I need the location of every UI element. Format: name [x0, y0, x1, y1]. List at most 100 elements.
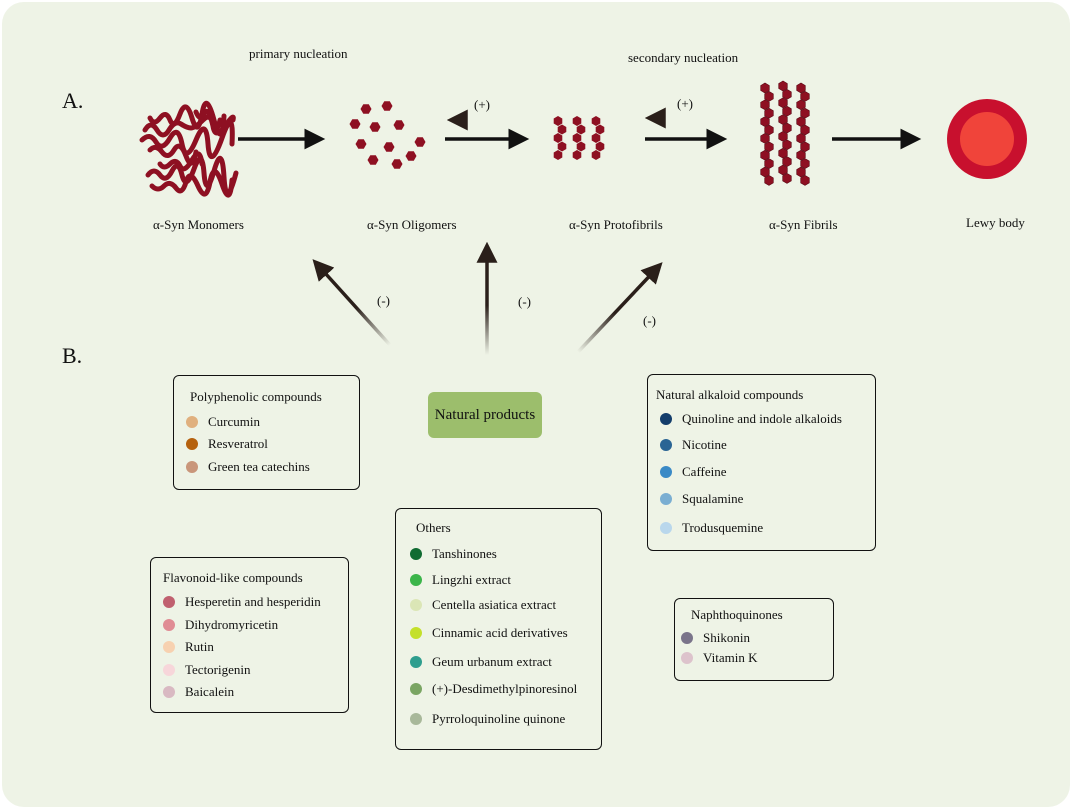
positive-feedback-sign-2: (+) [677, 96, 693, 111]
hexagon-unit [800, 91, 810, 102]
legend-dot-icon [163, 619, 175, 631]
stage-label-fibrils: α-Syn Fibrils [769, 217, 838, 232]
hexagon-unit [360, 104, 372, 114]
compound-item: Green tea catechins [186, 458, 310, 476]
compound-item: Quinoline and indole alkaloids [660, 410, 842, 428]
legend-dot-icon [410, 548, 422, 560]
hexagon-unit [782, 89, 792, 100]
hexagon-unit [391, 159, 403, 169]
secondary-nucleation-label: secondary nucleation [628, 50, 739, 65]
legend-dot-icon [410, 683, 422, 695]
hexagon-unit [782, 105, 792, 117]
hexagon-unit [572, 133, 582, 143]
hexagon-unit [576, 141, 586, 152]
compound-label: Tanshinones [432, 546, 497, 561]
hexagon-unit [553, 116, 563, 126]
hexagon-unit [764, 91, 774, 102]
hexagon-unit [557, 124, 567, 135]
legend-dot-icon [410, 713, 422, 725]
hexagon-unit [764, 107, 774, 119]
hexagon-unit [760, 166, 770, 178]
compound-label: Quinoline and indole alkaloids [682, 411, 842, 426]
flavonoid-box: Flavonoid-like compounds Hesperetin and … [150, 557, 349, 713]
hexagon-unit [764, 175, 774, 186]
hexagon-unit [796, 149, 806, 161]
hexagon-unit [764, 158, 774, 169]
hexagon-unit [800, 175, 810, 186]
compound-item: Nicotine [660, 436, 727, 454]
flavonoid-title: Flavonoid-like compounds [163, 570, 303, 585]
legend-dot-icon [681, 632, 693, 644]
naphthoquinones-title: Naphthoquinones [691, 607, 783, 622]
stage-label-lewy-body: Lewy body [966, 215, 1025, 230]
hexagon-unit [557, 141, 567, 152]
hexagon-unit [796, 99, 806, 111]
alkaloid-title: Natural alkaloid compounds [656, 387, 804, 402]
compound-label: Curcumin [208, 414, 260, 429]
compound-label: Lingzhi extract [432, 572, 512, 587]
hexagon-unit [778, 147, 788, 159]
hexagon-unit [778, 97, 788, 109]
primary-nucleation-label: primary nucleation [249, 46, 348, 61]
compound-item: Hesperetin and hesperidin [163, 593, 321, 611]
legend-dot-icon [681, 652, 693, 664]
compound-label: Caffeine [682, 464, 727, 479]
legend-dot-icon [163, 641, 175, 653]
compound-item: Lingzhi extract [410, 571, 511, 589]
compound-label: Baicalein [185, 684, 235, 699]
hexagon-unit [591, 133, 601, 143]
legend-dot-icon [410, 656, 422, 668]
legend-dot-icon [660, 493, 672, 505]
hexagon-unit [367, 155, 379, 165]
panel-b-label: B. [62, 343, 83, 368]
hexagon-unit [369, 122, 381, 132]
hexagon-unit [591, 150, 601, 160]
legend-dot-icon [186, 438, 198, 450]
hexagon-unit [782, 139, 792, 151]
hexagon-unit [760, 82, 770, 94]
legend-dot-icon [410, 627, 422, 639]
hexagon-unit [760, 99, 770, 111]
monomers-icon [139, 101, 239, 198]
hexagon-unit [595, 124, 605, 135]
compound-item: (+)-Desdimethylpinoresinol [410, 680, 577, 698]
compound-item: Geum urbanum extract [410, 653, 552, 671]
compound-label: (+)-Desdimethylpinoresinol [432, 681, 578, 696]
stage-label-monomers: α-Syn Monomers [153, 217, 244, 232]
hexagon-unit [778, 164, 788, 176]
hexagon-unit [572, 150, 582, 160]
hexagon-unit [355, 139, 367, 149]
hexagon-unit [778, 80, 788, 92]
hexagon-unit [782, 156, 792, 167]
compound-label: Tectorigenin [185, 662, 251, 677]
compound-item: Tectorigenin [163, 661, 251, 679]
compound-item: Cinnamic acid derivatives [410, 624, 568, 642]
compound-label: Rutin [185, 639, 214, 654]
hexagon-unit [414, 137, 426, 147]
compound-label: Shikonin [703, 630, 750, 645]
panel-a-label: A. [62, 88, 84, 113]
compound-item: Tanshinones [410, 545, 497, 563]
compound-label: Hesperetin and hesperidin [185, 594, 321, 609]
hexagon-unit [553, 133, 563, 143]
compound-item: Centella asiatica extract [410, 596, 556, 614]
hexagon-unit [796, 82, 806, 94]
compound-item: Dihydromyricetin [163, 616, 278, 634]
inhibition-sign-3: (-) [643, 313, 656, 328]
compound-label: Squalamine [682, 491, 744, 506]
inhibit-arrow-protofibrils [576, 262, 663, 354]
hexagon-unit [796, 133, 806, 144]
hexagon-unit [796, 116, 806, 127]
hexagon-unit [595, 141, 605, 152]
hexagon-unit [800, 158, 810, 169]
hexagon-unit [405, 151, 417, 161]
compound-item: Resveratrol [186, 435, 268, 453]
hexagon-unit [572, 116, 582, 126]
compound-label: Geum urbanum extract [432, 654, 552, 669]
legend-dot-icon [186, 416, 198, 428]
hexagon-unit [764, 141, 774, 153]
compound-item: Caffeine [660, 463, 727, 481]
